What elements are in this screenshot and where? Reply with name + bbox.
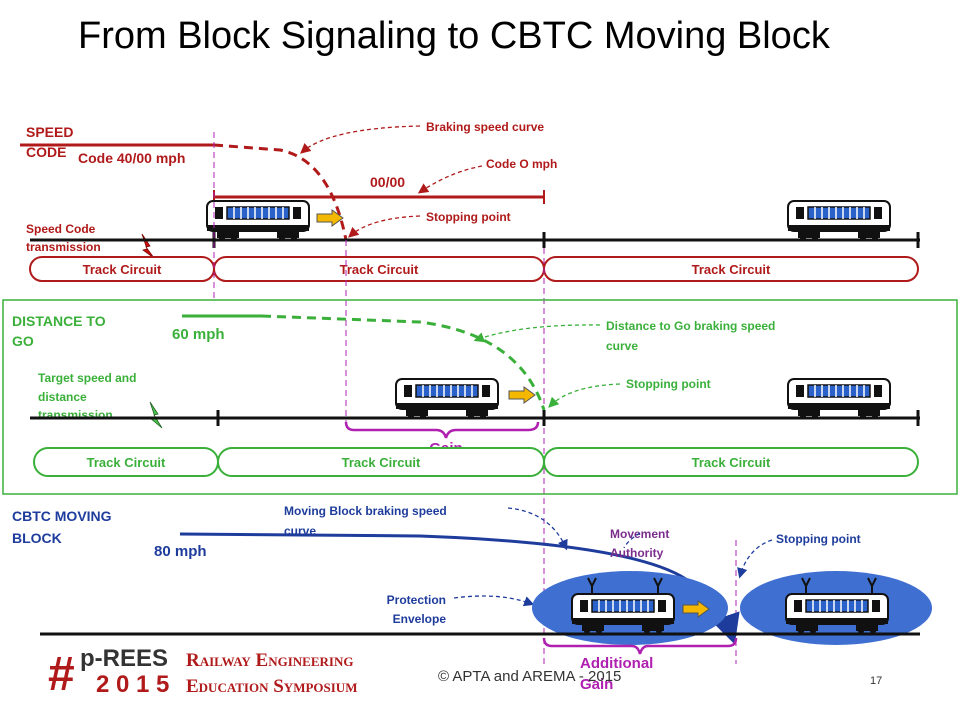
additional-gain-line1: Additional (580, 655, 653, 672)
train-icon (395, 378, 499, 419)
gain-bracket (344, 421, 540, 439)
speed-code-transmission-line1: Speed Code (26, 222, 96, 236)
speed-code-section: SPEED CODE Code 40/00 mph 00/00 Braking … (20, 120, 920, 282)
speed-code-00-label: 00/00 (370, 174, 405, 190)
speed-code-40-label: Code 40/00 mph (78, 150, 185, 166)
movement-authority-line1: Movement (610, 527, 669, 541)
dtg-braking-curve-label-line2: curve (606, 339, 638, 353)
page-number: 17 (870, 675, 883, 687)
track-circuit (543, 447, 919, 477)
dtg-braking-curve-pointer (473, 324, 601, 343)
dtg-braking-curve-label-line1: Distance to Go braking speed (606, 319, 775, 333)
cbtc-heading-line1: CBTC MOVING (12, 508, 112, 524)
distance-to-go-frame (2, 299, 958, 495)
logo-line1: Railway Engineering (186, 650, 353, 671)
footer-credit: © APTA and AREMA - 2015 (438, 668, 622, 685)
track-circuit-label: Track Circuit (342, 455, 421, 470)
mb-braking-curve-pointer (507, 507, 568, 551)
lightning-icon (141, 233, 155, 259)
antenna-icon (653, 577, 663, 594)
train-icon (206, 200, 310, 241)
cbtc-section: CBTC MOVING BLOCK 80 mph Moving Block br… (12, 504, 932, 693)
distance-to-go-speed-label: 60 mph (172, 326, 225, 343)
braking-curve-pointer (300, 125, 421, 154)
cbtc-speed-label: 80 mph (154, 543, 207, 560)
additional-gain-bracket (542, 637, 738, 655)
protection-envelope-line1: Protection (387, 593, 446, 607)
dtg-stopping-point-label: Stopping point (626, 377, 711, 391)
cbtc-heading-line2: BLOCK (12, 530, 62, 546)
mb-braking-curve-label-line2: curve (284, 524, 316, 538)
distance-to-go-heading-line1: DISTANCE TO (12, 313, 106, 329)
movement-authority-line2: Authority (610, 546, 664, 560)
protection-envelope-pointer (453, 595, 535, 607)
lightning-icon (149, 401, 163, 429)
movement-authority-pointer (623, 532, 641, 549)
logo-line2: Education Symposium (186, 676, 357, 697)
antenna-icon (801, 577, 811, 594)
dtg-transmission-line3: transmission (38, 408, 113, 422)
slide-title: From Block Signaling to CBTC Moving Bloc… (78, 15, 830, 57)
protection-envelope-line2: Envelope (393, 612, 447, 626)
track-circuit-label: Track Circuit (340, 262, 419, 277)
speed-code-heading-line2: CODE (26, 144, 66, 160)
distance-to-go-braking-curve (261, 314, 546, 411)
logo-year: 2 0 1 5 (96, 671, 169, 698)
distance-to-go-heading-line2: GO (12, 333, 34, 349)
code-0-label: Code O mph (486, 157, 557, 171)
track-circuit-label: Track Circuit (83, 262, 162, 277)
track-circuit-label: Track Circuit (87, 455, 166, 470)
speed-code-stopping-point-label: Stopping point (426, 210, 511, 224)
train-icon (787, 378, 891, 419)
cbtc-stopping-point-label: Stopping point (776, 532, 861, 546)
mb-braking-curve-label-line1: Moving Block braking speed (284, 504, 447, 518)
train-icon (787, 200, 891, 241)
speed-code-stopping-pointer (348, 215, 421, 238)
code-0-pointer (417, 165, 483, 194)
cbtc-stopping-pointer (737, 539, 773, 579)
dtg-transmission-line1: Target speed and (38, 371, 136, 385)
direction-arrow-icon (508, 386, 536, 404)
dtg-stopping-pointer (548, 383, 621, 408)
logo-name: p-REES (80, 645, 168, 672)
braking-speed-curve-label: Braking speed curve (426, 120, 544, 134)
dtg-transmission-line2: distance (38, 390, 87, 404)
additional-gain-line2: Gain (580, 676, 613, 693)
distance-to-go-section: DISTANCE TO GO 60 mph Distance to Go bra… (2, 299, 958, 495)
antenna-icon (587, 577, 597, 594)
event-logo: # p-REES 2 0 1 5 Railway Engineering Edu… (48, 645, 357, 701)
speed-code-braking-curve (213, 143, 348, 241)
speed-code-transmission-line2: transmission (26, 240, 101, 254)
track-circuit-label: Track Circuit (692, 262, 771, 277)
logo-mark: # (48, 648, 75, 701)
antenna-icon (867, 577, 877, 594)
track-circuit-label: Track Circuit (692, 455, 771, 470)
speed-code-heading-line1: SPEED (26, 124, 73, 140)
